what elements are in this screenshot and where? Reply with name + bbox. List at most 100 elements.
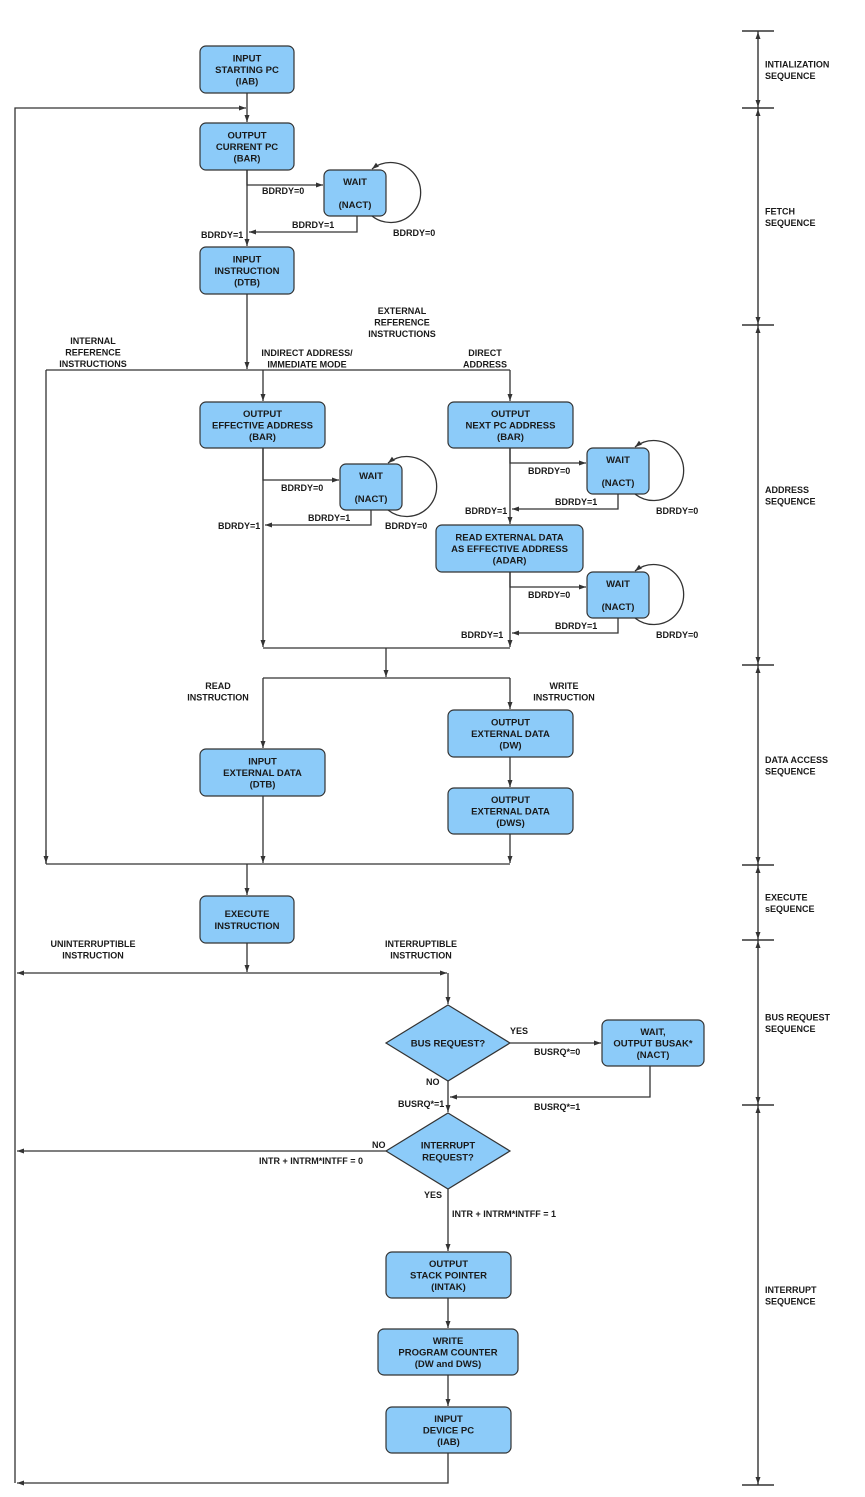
label-bdrdy0-loop-npc: BDRDY=0 — [656, 506, 698, 516]
sequence-label-line: INTERRUPT — [765, 1285, 817, 1295]
node-text-line: WAIT — [359, 471, 383, 482]
node-text-line: OUTPUT — [491, 795, 530, 806]
label-internal-reference-line: REFERENCE — [65, 348, 121, 358]
edge-busak-return — [450, 1066, 651, 1100]
process-box — [447, 401, 574, 449]
node-wait-busak: WAIT,OUTPUT BUSAK*(NACT) — [601, 1019, 705, 1067]
node-text-line: OUTPUT — [491, 718, 530, 729]
sequence-label-line: DATA ACCESS — [765, 755, 828, 765]
node-text-line: STACK POINTER — [410, 1271, 487, 1282]
label-bdrdy0-npc: BDRDY=0 — [528, 466, 570, 476]
scale-arrow-down-icon — [755, 100, 761, 107]
process-box — [586, 571, 650, 619]
sequence-label-line: SEQUENCE — [765, 71, 816, 81]
label-bdrdy0-fetch: BDRDY=0 — [262, 186, 304, 196]
label-bdrdy0-adar: BDRDY=0 — [528, 590, 570, 600]
node-text-line: (DTB) — [250, 780, 276, 791]
node-wait-npc: WAIT(NACT) — [586, 447, 650, 495]
edge-npc-to-wait — [509, 448, 586, 466]
scale-arrow-up-icon — [755, 1106, 761, 1113]
label-external-reference-line: INSTRUCTIONS — [368, 329, 436, 339]
node-text-line: OUTPUT — [243, 409, 282, 420]
label-bdrdy1-ea: BDRDY=1 — [218, 521, 260, 531]
node-text-line: INSTRUCTION — [215, 921, 280, 932]
node-text-line: CURRENT PC — [216, 142, 278, 153]
label-internal-reference-line: INTERNAL — [70, 336, 116, 346]
decision-text-line: REQUEST? — [422, 1153, 474, 1164]
sequence-label-line: SEQUENCE — [765, 218, 816, 228]
node-text-line: WAIT, — [640, 1027, 665, 1038]
process-box — [385, 1251, 512, 1299]
sequence-label-line: SEQUENCE — [765, 497, 816, 507]
scale-arrow-up-icon — [755, 32, 761, 39]
edge-wait-to-fetch — [249, 216, 358, 235]
node-text-line: INPUT — [233, 255, 262, 266]
decision-text-line: BUS REQUEST? — [411, 1039, 486, 1050]
node-text-line: (BAR) — [497, 432, 524, 443]
sequence-label-line: SEQUENCE — [765, 767, 816, 777]
process-box — [323, 169, 387, 217]
node-text-line: (BAR) — [234, 154, 261, 165]
node-text-line: (NACT) — [355, 494, 388, 505]
label-interruptible-line: INTERRUPTIBLE — [385, 939, 457, 949]
label-bdrdy0-loop-adar: BDRDY=0 — [656, 630, 698, 640]
node-text-line: DEVICE PC — [423, 1426, 474, 1437]
label-bdrdy1-adar: BDRDY=1 — [461, 630, 503, 640]
node-text-line: INSTRUCTION — [215, 266, 280, 277]
node-text-line: (NACT) — [339, 200, 372, 211]
label-int-yes: YES — [424, 1190, 442, 1200]
node-text-line: (DW) — [499, 741, 521, 752]
node-text-line: STARTING PC — [215, 65, 279, 76]
label-read-instruction-line: READ — [205, 681, 231, 691]
node-text-line: (BAR) — [249, 432, 276, 443]
sequence-label-line: SEQUENCE — [765, 1297, 816, 1307]
scale-arrow-up-icon — [755, 866, 761, 873]
edge-dpc-return — [17, 1453, 449, 1486]
process-box — [199, 246, 295, 295]
node-text-line: (DWS) — [496, 818, 525, 829]
sequence-label: INTERRUPT SEQUENCE — [765, 1285, 817, 1307]
wait-loop-fetch — [371, 161, 422, 224]
label-busrq1-left: BUSRQ*=1 — [398, 1099, 444, 1109]
node-text-line: EXTERNAL DATA — [223, 768, 302, 779]
node-text-line: (NACT) — [637, 1050, 670, 1061]
node-text-line: OUTPUT — [429, 1259, 468, 1270]
sequence-label-line: sEQUENCE — [765, 904, 815, 914]
label-bdrdy1-wait-adar: BDRDY=1 — [555, 621, 597, 631]
process-box — [339, 463, 403, 511]
label-direct-address-line: DIRECT — [468, 348, 502, 358]
node-text-line: EXTERNAL DATA — [471, 729, 550, 740]
label-bdrdy0-ea: BDRDY=0 — [281, 483, 323, 493]
label-interruptible-line: INSTRUCTION — [390, 950, 452, 960]
node-text-line: (IAB) — [437, 1437, 460, 1448]
node-wait-fetch: WAIT(NACT) — [323, 169, 387, 217]
edge-fetch-to-wait — [246, 170, 323, 188]
label-internal-reference-line: INSTRUCTIONS — [59, 359, 127, 369]
node-text-line: (DW and DWS) — [415, 1359, 482, 1370]
scale-arrow-down-icon — [755, 1477, 761, 1484]
label-intr1: INTR + INTRM*INTFF = 1 — [452, 1209, 556, 1219]
edge-ea-to-wait — [262, 448, 339, 483]
edge-loop-return-top — [14, 105, 246, 1483]
